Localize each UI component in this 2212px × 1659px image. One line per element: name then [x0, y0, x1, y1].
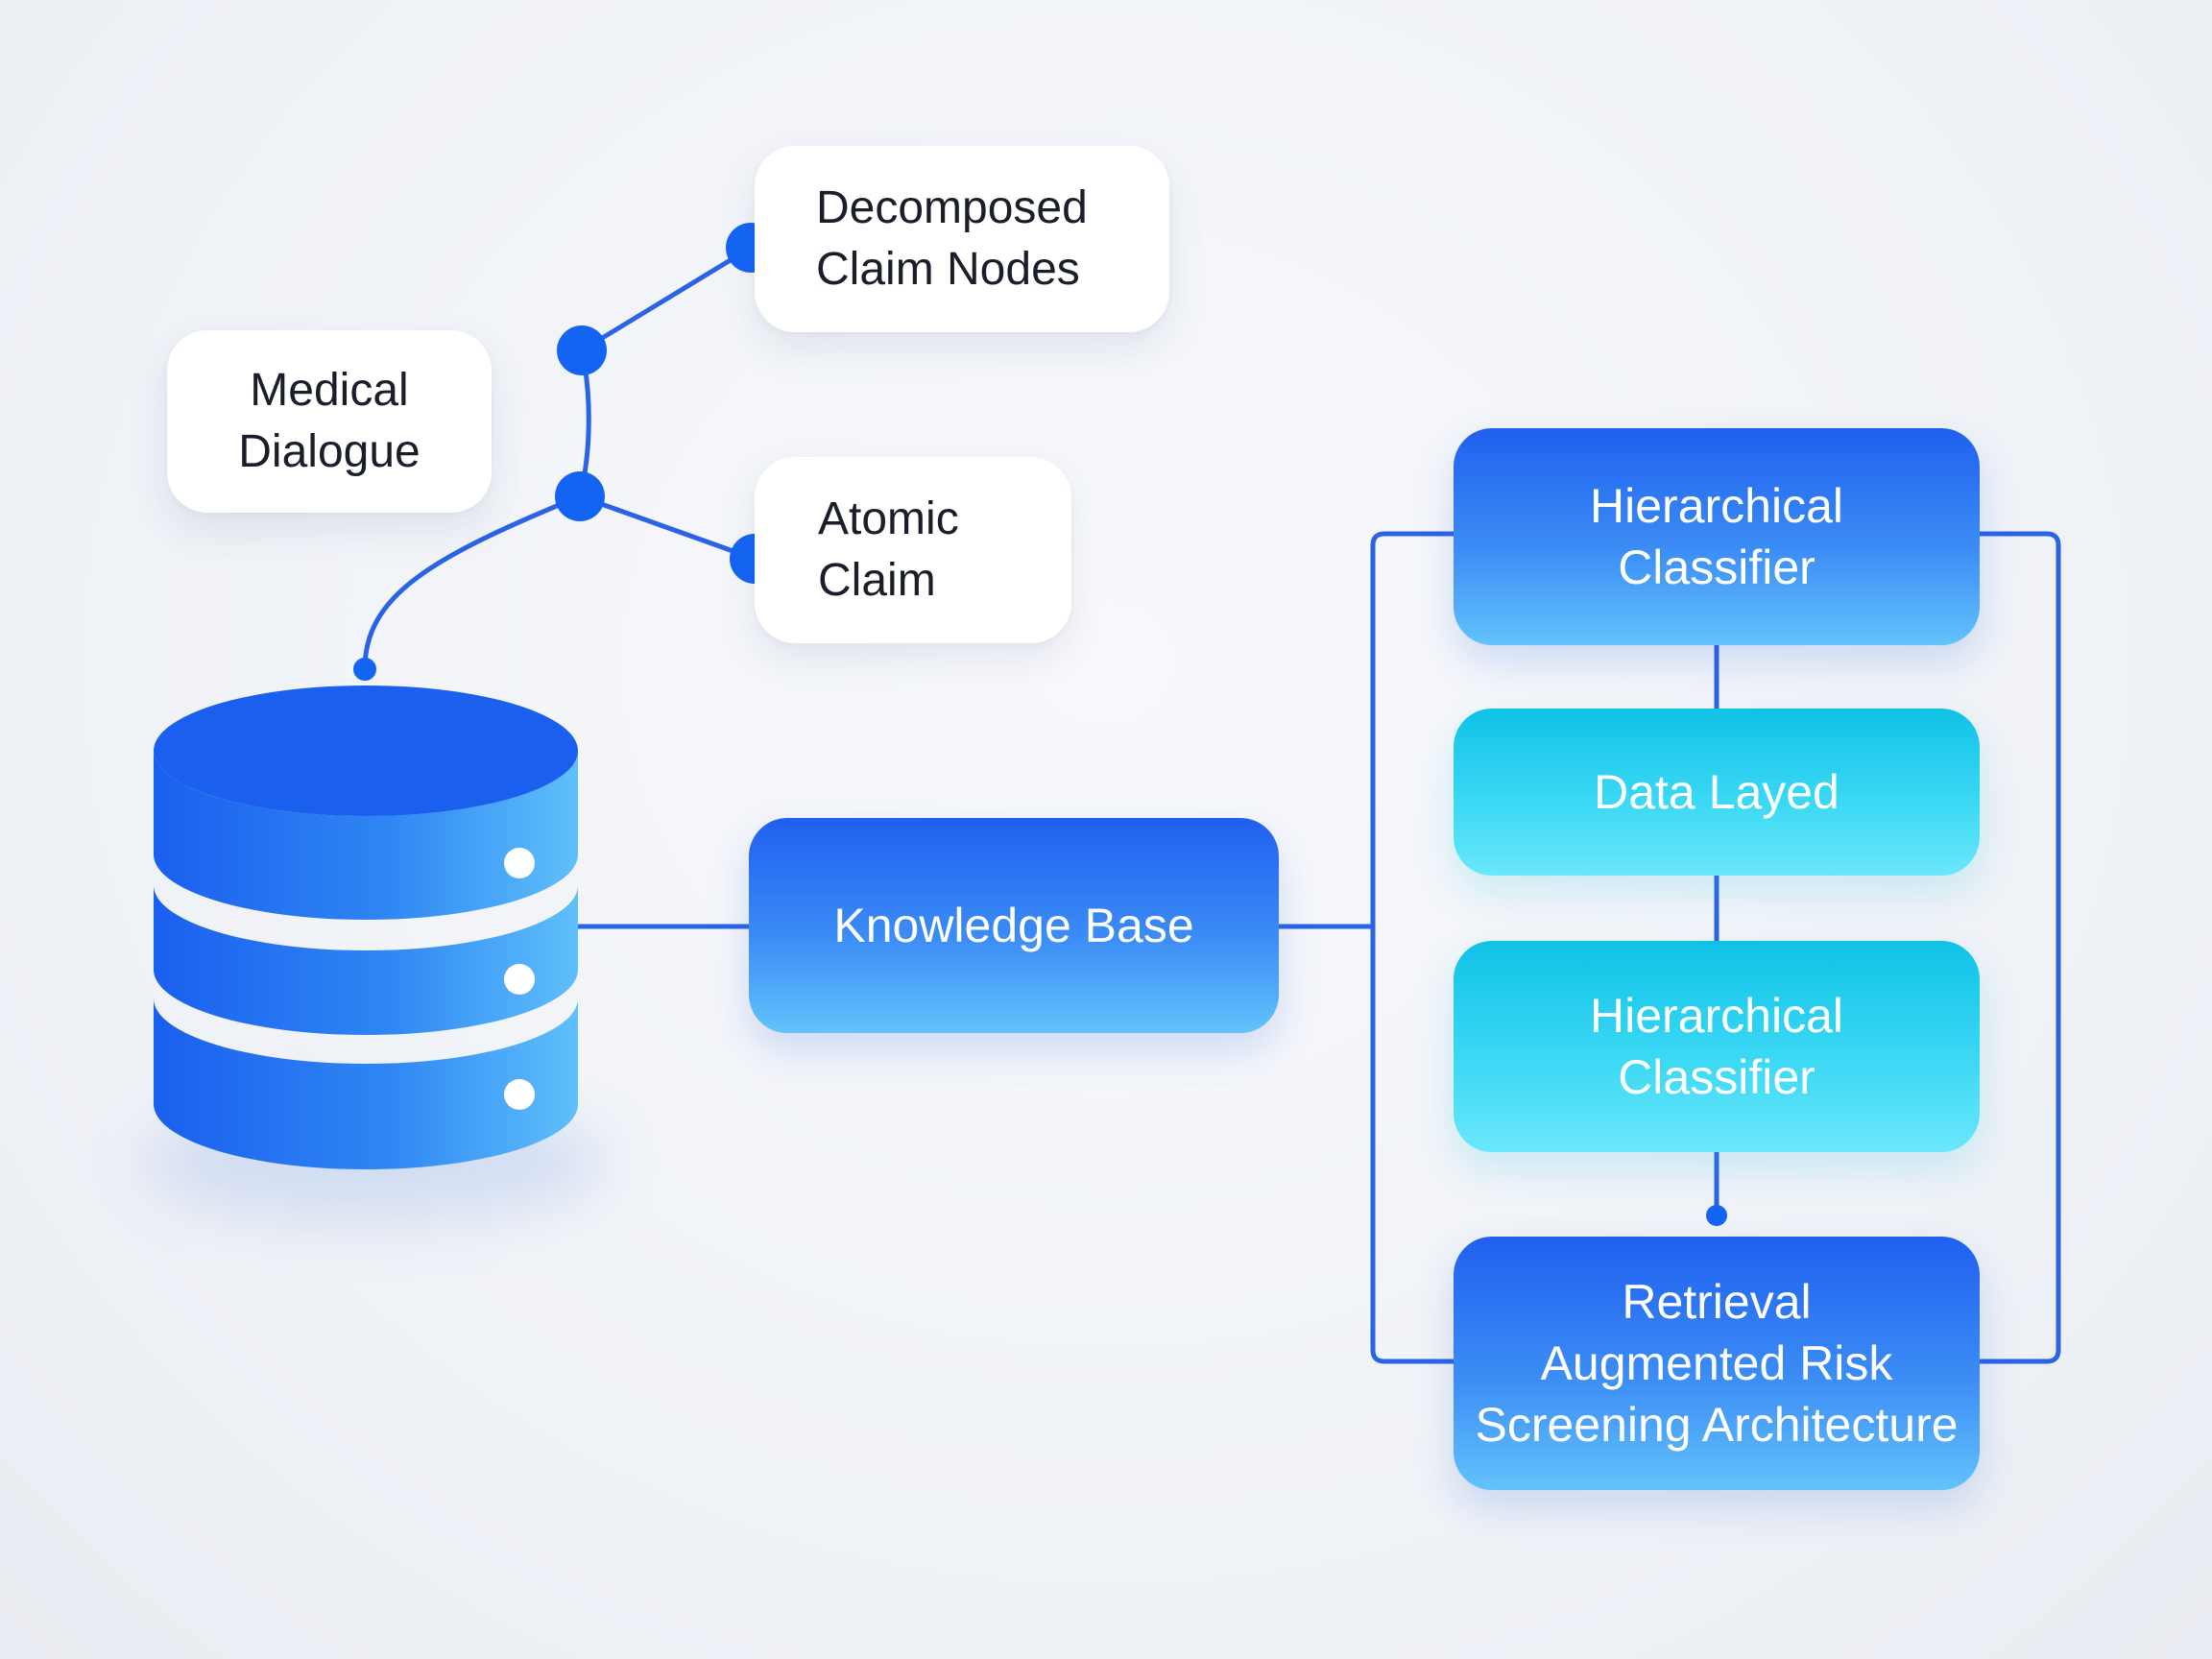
server-light-icon	[504, 964, 535, 995]
node-label: Hierarchical Classifier	[1590, 479, 1843, 594]
server-light-icon	[504, 1079, 535, 1110]
connector-db-to-branch	[362, 493, 581, 670]
server-light-icon	[504, 848, 535, 878]
node-data-layer: Data Layed	[1454, 709, 1980, 876]
pipeline-left-bracket	[1370, 531, 1454, 1364]
connector-to-atomic	[579, 493, 756, 562]
node-knowledge-base: Knowledge Base	[749, 818, 1279, 1033]
node-hierarchical-classifier-top: Hierarchical Classifier	[1454, 428, 1980, 645]
node-label: Knowledge Base	[833, 899, 1194, 952]
pipeline-right-bracket	[1980, 531, 2061, 1364]
node-medical-dialogue: Medical Dialogue	[167, 330, 492, 513]
database-cylinder-icon	[154, 685, 578, 1169]
node-label: Data Layed	[1594, 765, 1839, 819]
node-dot-db-top	[353, 658, 376, 681]
node-label: Decomposed Claim Nodes	[816, 182, 1088, 295]
node-label: Retrieval Augmented Risk Screening Archi…	[1475, 1275, 1959, 1452]
connector-to-decomposed	[580, 245, 753, 353]
node-dot-branch-lower	[555, 471, 605, 521]
node-dot-retrieval	[1706, 1205, 1727, 1226]
node-label: Atomic Claim	[818, 493, 959, 606]
node-hierarchical-classifier-mid: Hierarchical Classifier	[1454, 941, 1980, 1152]
node-label: Medical Dialogue	[238, 365, 421, 477]
node-atomic-claim: Atomic Claim	[755, 457, 1071, 643]
node-dot-branch-upper	[557, 325, 607, 375]
node-label: Hierarchical Classifier	[1590, 989, 1843, 1104]
node-decomposed-claim-nodes: Decomposed Claim Nodes	[755, 146, 1169, 332]
node-retrieval-augmented-architecture: Retrieval Augmented Risk Screening Archi…	[1454, 1237, 1980, 1490]
